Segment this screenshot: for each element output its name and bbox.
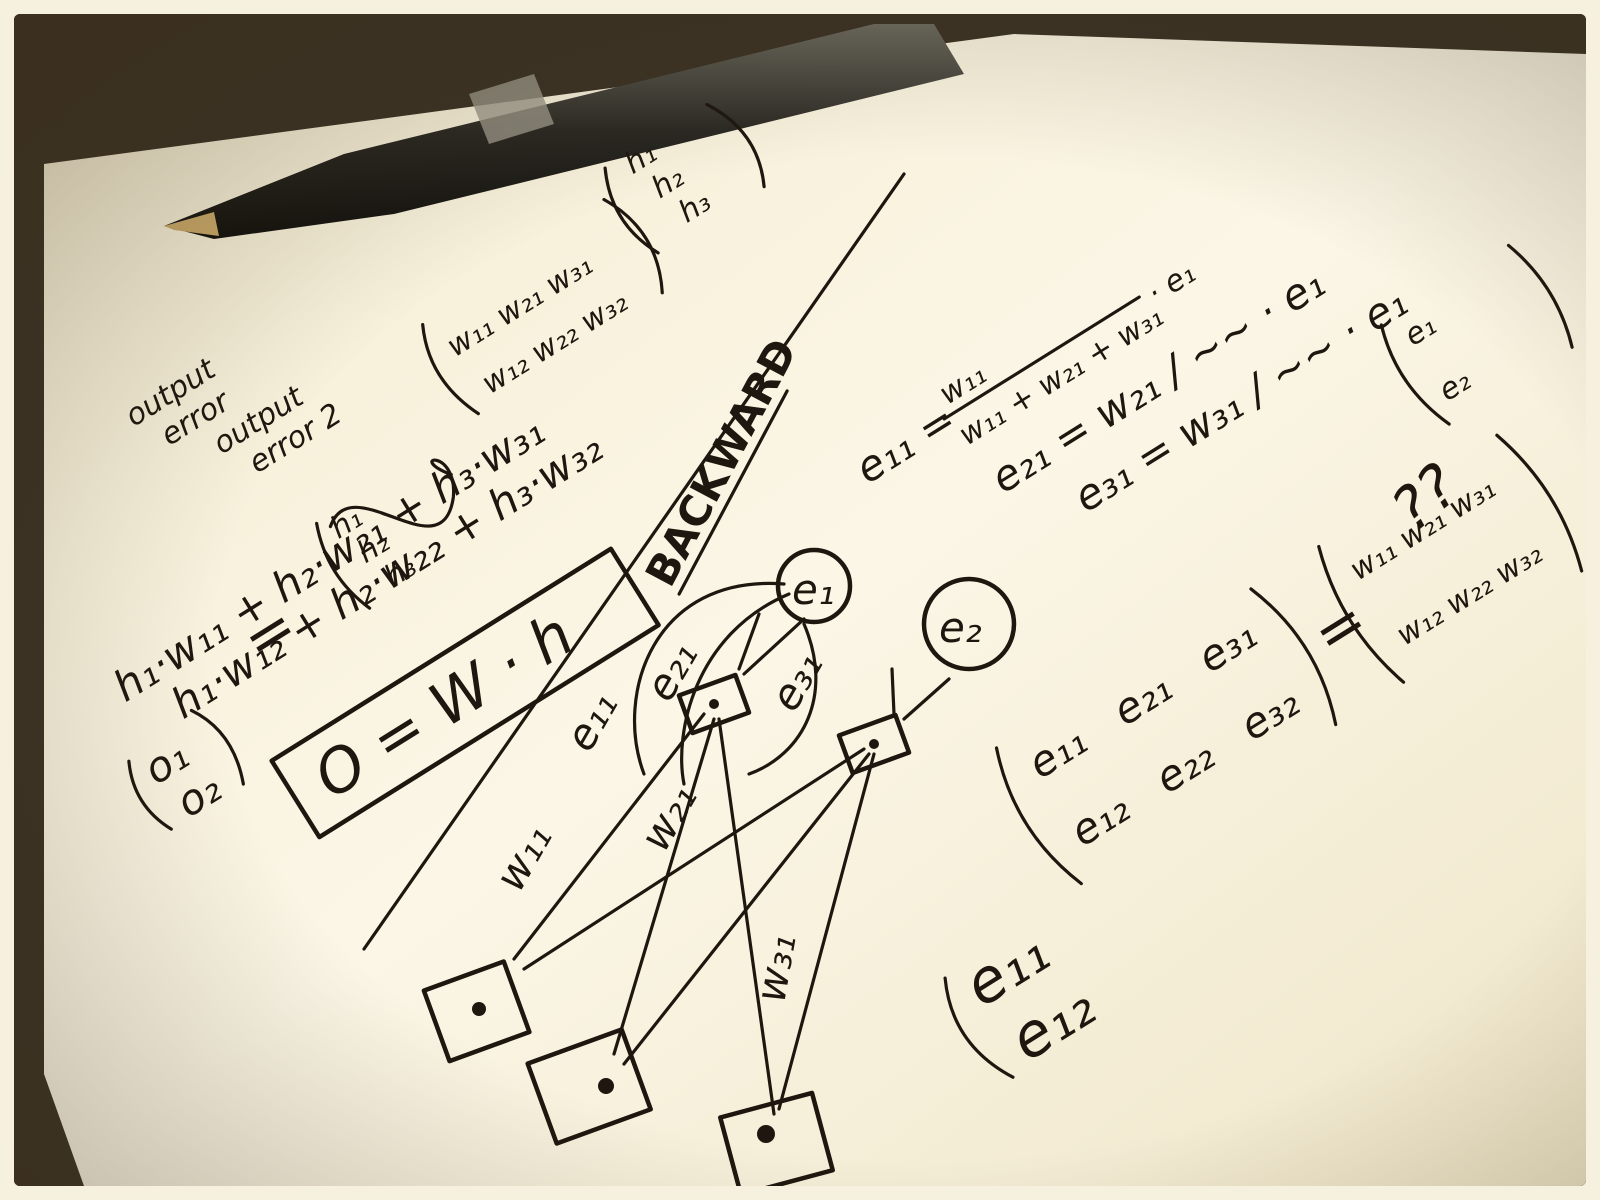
- input-node-3: [717, 1090, 835, 1186]
- paper-sheet: [44, 34, 1586, 1186]
- photo-frame: output error output error 2 h₁·w₁₁ + h₂·…: [14, 14, 1586, 1186]
- edge-label-w31: w₃₁: [746, 930, 806, 1006]
- error-node-2-label: e₂: [939, 603, 982, 652]
- notebook-photo: output error output error 2 h₁·w₁₁ + h₂·…: [14, 14, 1586, 1186]
- error-node-1: [775, 547, 853, 625]
- error-node-2: [921, 576, 1017, 672]
- error-node-1-label: e₁: [792, 565, 835, 614]
- section-divider: [362, 172, 906, 951]
- pen-image: [164, 24, 964, 239]
- output-node-2: [836, 712, 912, 776]
- input-node-2: [525, 1027, 653, 1146]
- input-node-1: [421, 959, 532, 1064]
